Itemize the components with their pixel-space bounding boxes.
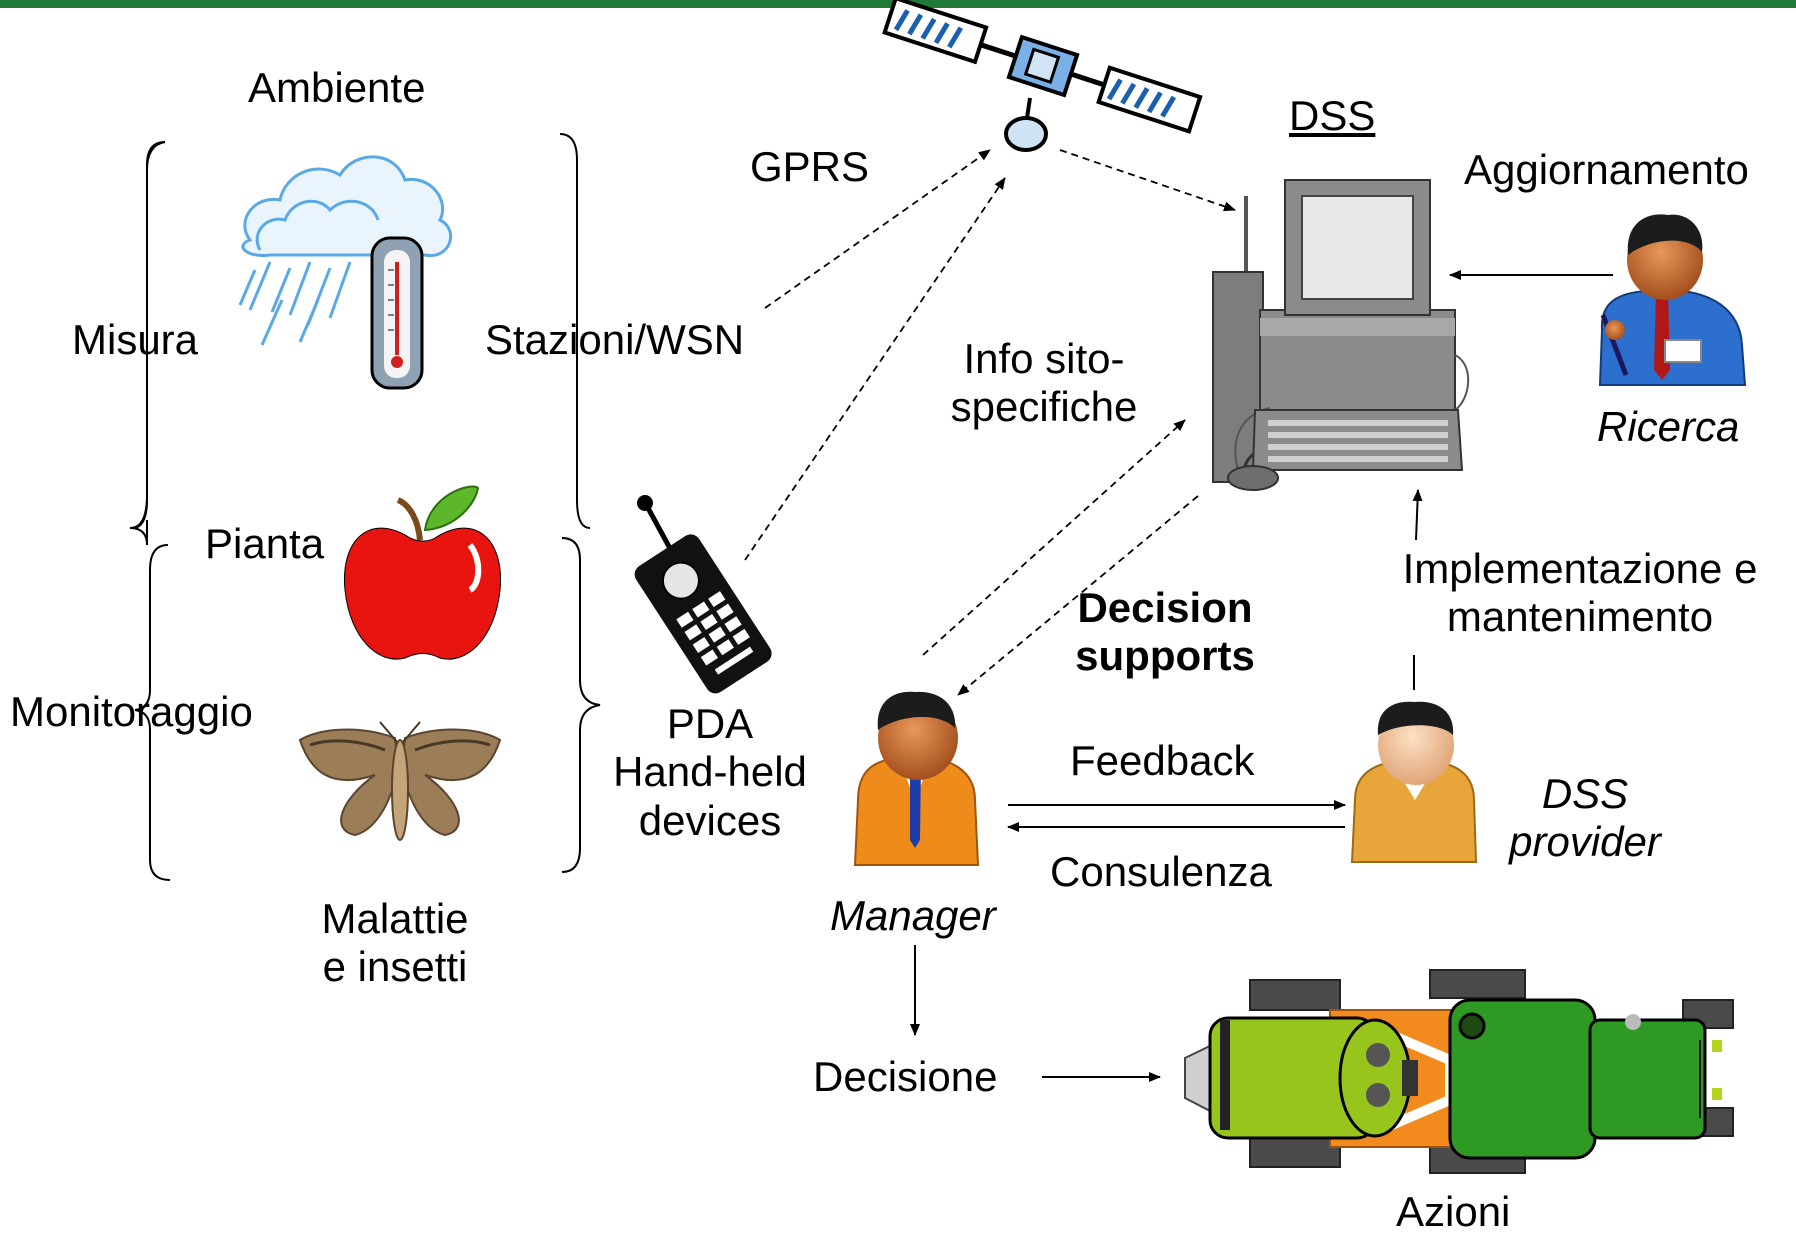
- pianta-label: Pianta: [205, 520, 325, 567]
- mobile-phone-icon: [634, 495, 772, 694]
- dss-provider-icon: [1350, 701, 1478, 863]
- azioni-label: Azioni: [1396, 1188, 1511, 1235]
- info-label: Info sito- specifiche: [934, 335, 1154, 432]
- satellite-to-dss-dashed: [1059, 149, 1236, 212]
- dss-label: DSS: [1289, 92, 1376, 139]
- gprs-dashed-line: [764, 149, 991, 309]
- info-dashed-line: [922, 419, 1186, 656]
- ricerca-label: Ricerca: [1597, 403, 1740, 450]
- dashed-connectors: [744, 149, 1236, 696]
- decision-supports-line2: supports: [1075, 632, 1255, 680]
- solid-arrows: [910, 270, 1613, 1082]
- pda-label-line1: PDA: [666, 700, 754, 747]
- gprs-label: GPRS: [750, 143, 870, 190]
- monitoraggio-brace-left: [134, 544, 171, 881]
- pda-label-line2: Hand-held: [613, 748, 807, 796]
- implementazione-label: Implementazione e mantenimento: [1370, 545, 1790, 642]
- decisione-label: Decisione: [813, 1053, 998, 1100]
- satellite-icon: [882, 0, 1203, 152]
- info-label-line1: Info sito-: [963, 335, 1125, 382]
- weather-icon: [238, 155, 453, 346]
- malattie-label: Malattie e insetti: [280, 895, 510, 992]
- monitoraggio-brace-right: [561, 537, 601, 873]
- feedback-label: Feedback: [1070, 737, 1255, 784]
- manager-icon: [853, 691, 980, 866]
- dss-provider-label-line1: DSS: [1541, 770, 1629, 817]
- decision-supports-label: Decision supports: [1040, 584, 1290, 681]
- thermometer-icon: [370, 236, 424, 390]
- aggiornamento-label: Aggiornamento: [1464, 146, 1749, 193]
- implementazione-arrow: [1412, 489, 1423, 541]
- apple-icon: [343, 485, 502, 660]
- malattie-label-line1: Malattie: [321, 895, 469, 942]
- ambiente-label: Ambiente: [248, 64, 426, 111]
- pda-label-line3: devices: [638, 796, 782, 844]
- misura-brace-right: [559, 133, 591, 529]
- implementazione-label-line1: Implementazione e: [1402, 545, 1758, 592]
- braces: [129, 133, 601, 881]
- phone-dashed-line: [744, 177, 1006, 561]
- manager-label: Manager: [830, 892, 996, 939]
- misura-brace-left: [129, 141, 166, 546]
- implementazione-label-line2: mantenimento: [1446, 593, 1714, 641]
- dss-provider-label: DSS provider: [1485, 770, 1685, 867]
- tractor-icon: [1184, 969, 1734, 1174]
- moth-icon: [298, 721, 502, 841]
- consulenza-label: Consulenza: [1050, 848, 1272, 895]
- malattie-label-line2: e insetti: [322, 943, 468, 991]
- monitoraggio-label: Monitoraggio: [10, 688, 253, 735]
- decision-dashed-line: [957, 495, 1199, 696]
- dss-provider-label-line2: provider: [1509, 818, 1661, 866]
- misura-label: Misura: [72, 316, 199, 363]
- pda-label: PDA Hand-held devices: [590, 700, 830, 845]
- researcher-icon: [1598, 214, 1747, 386]
- computer-icon: [1212, 179, 1470, 491]
- stazioni-label: Stazioni/WSN: [485, 316, 745, 363]
- info-label-line2: specifiche: [950, 383, 1138, 431]
- decision-supports-line1: Decision: [1077, 584, 1253, 631]
